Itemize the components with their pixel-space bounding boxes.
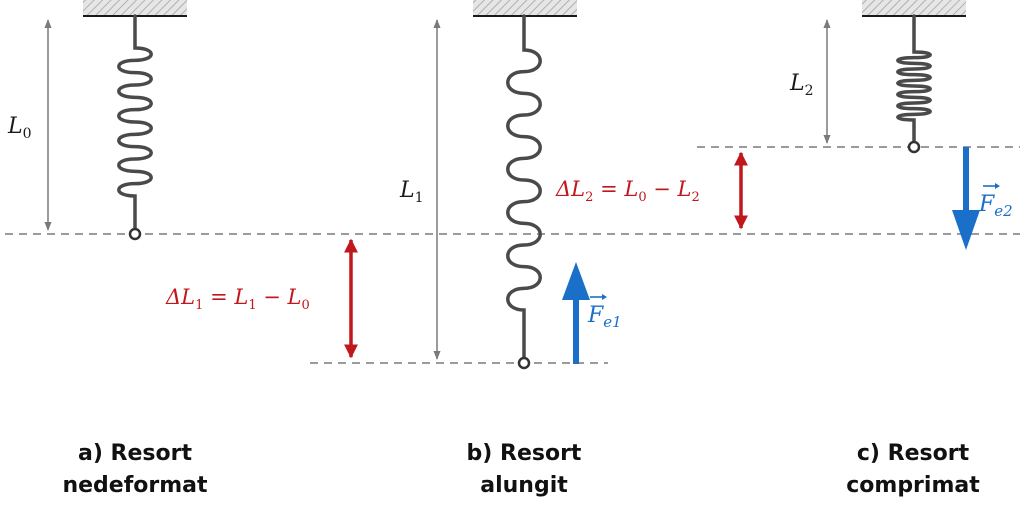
caption-a-line1: a) Resort bbox=[78, 441, 192, 466]
caption-c-line1: c) Resort bbox=[856, 441, 970, 466]
caption-b-line2: alungit bbox=[480, 473, 568, 498]
panel-a-spring-unstretched: L0 bbox=[7, 0, 187, 241]
caption-a-line2: nedeformat bbox=[62, 473, 208, 498]
panel-c-spring-compressed: L2 ΔL2 = L0 − L2 Fe2 bbox=[555, 0, 1013, 250]
spring-end-c bbox=[907, 140, 921, 154]
spring-coil-b bbox=[506, 14, 542, 360]
spring-coil-a bbox=[117, 14, 153, 231]
force-arrow-fe1-head bbox=[562, 262, 590, 300]
label-l0: L0 bbox=[7, 114, 32, 142]
label-fe2: Fe2 bbox=[978, 192, 1013, 220]
spring-end-b bbox=[517, 356, 531, 370]
label-delta-l2: ΔL2 = L0 − L2 bbox=[555, 177, 700, 205]
force-arrow-fe2-head bbox=[952, 210, 980, 250]
caption-b-line1: b) Resort bbox=[466, 441, 582, 466]
ceiling-c bbox=[862, 0, 966, 16]
caption-c: c) Resort comprimat bbox=[793, 438, 1031, 502]
caption-a: a) Resort nedeformat bbox=[15, 438, 255, 502]
vector-bar-fe1-tip bbox=[602, 294, 607, 300]
spring-coil-c bbox=[896, 14, 932, 144]
spring-end-a bbox=[128, 227, 142, 241]
label-delta-l1: ΔL1 = L1 − L0 bbox=[165, 285, 310, 313]
label-l2: L2 bbox=[789, 71, 814, 99]
ceiling-b bbox=[473, 0, 577, 16]
caption-b: b) Resort alungit bbox=[404, 438, 644, 502]
ceiling-a bbox=[83, 0, 187, 16]
panel-b-spring-stretched: L1 ΔL1 = L1 − L0 Fe1 bbox=[165, 0, 622, 370]
label-l1: L1 bbox=[399, 178, 424, 206]
caption-c-line2: comprimat bbox=[846, 473, 980, 498]
vector-bar-fe2-tip bbox=[995, 183, 1000, 189]
label-fe1: Fe1 bbox=[587, 303, 622, 331]
